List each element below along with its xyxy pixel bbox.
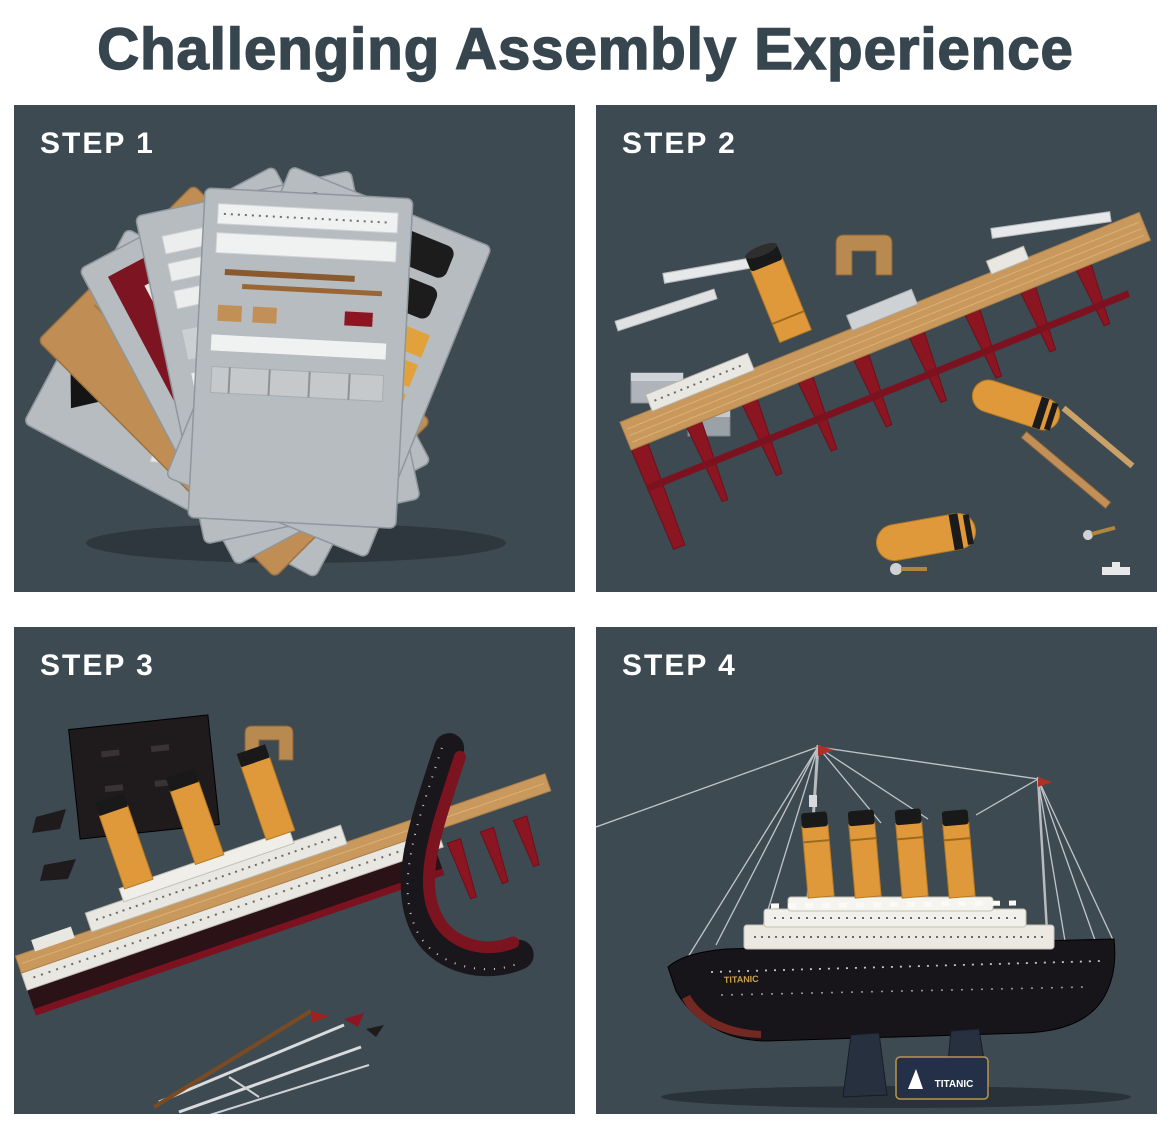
step-1-panel: STEP 1 bbox=[14, 105, 575, 592]
step-4-photo: TITANIC TI bbox=[596, 744, 1131, 1108]
step-3-panel: STEP 3 bbox=[14, 627, 575, 1114]
loose-funnel-roll bbox=[971, 379, 1061, 431]
hull-ship-name: TITANIC bbox=[724, 974, 760, 985]
funnels bbox=[801, 808, 976, 899]
hull bbox=[667, 938, 1116, 1042]
loose-pins bbox=[890, 525, 1130, 575]
plate-ship-logo bbox=[908, 1069, 923, 1089]
deckhouses bbox=[644, 245, 1030, 412]
small-black-bit-2 bbox=[40, 859, 76, 881]
bow-ribs-unfinished bbox=[446, 815, 540, 900]
display-stand: TITANIC bbox=[842, 1028, 990, 1100]
lifeboats bbox=[770, 900, 1017, 909]
small-dark-bit bbox=[366, 1025, 384, 1037]
cardboard-sheet-printed-decks bbox=[187, 187, 414, 529]
funnels bbox=[94, 744, 296, 890]
step-3-label: STEP 3 bbox=[40, 649, 155, 682]
loose-funnel-roll-2 bbox=[875, 512, 977, 562]
mast-spars bbox=[152, 1009, 370, 1114]
hull-ribs bbox=[630, 263, 1131, 551]
step-1-label: STEP 1 bbox=[40, 127, 155, 160]
stand-plate-label: TITANIC bbox=[935, 1079, 974, 1090]
step-2-label: STEP 2 bbox=[622, 127, 737, 160]
steps-grid: STEP 1 bbox=[0, 105, 1171, 1114]
page-title: Challenging Assembly Experience bbox=[96, 16, 1074, 83]
bow-shell-section bbox=[400, 733, 534, 977]
ship-assembly bbox=[14, 744, 552, 1016]
hull-frame-assembly bbox=[619, 211, 1152, 551]
porthole-row-2 bbox=[720, 986, 1087, 996]
loose-sticks bbox=[1020, 405, 1135, 510]
lower-hull bbox=[26, 847, 444, 1013]
porthole-row bbox=[710, 960, 1102, 973]
mast-flag-2 bbox=[1038, 777, 1052, 787]
step-4-label: STEP 4 bbox=[622, 649, 737, 682]
stand-plate bbox=[895, 1056, 989, 1100]
step-3-photo bbox=[14, 714, 552, 1114]
step-4-panel: STEP 4 bbox=[596, 627, 1157, 1114]
cardboard-sheet-fan bbox=[24, 167, 491, 577]
loose-trim-strips bbox=[614, 211, 1112, 332]
loose-bracket-piece bbox=[835, 234, 893, 276]
superstructure bbox=[31, 824, 348, 952]
hull-red-bottom bbox=[682, 995, 761, 1038]
step-2-panel: STEP 2 bbox=[596, 105, 1157, 592]
small-red-bit bbox=[344, 1013, 364, 1027]
superstructure bbox=[743, 896, 1055, 950]
funnel bbox=[745, 242, 812, 344]
small-black-bit bbox=[32, 809, 66, 833]
rigging-lines bbox=[596, 746, 1115, 958]
step-2-photo bbox=[614, 211, 1152, 575]
step-1-photo bbox=[24, 167, 506, 577]
mast-flag bbox=[818, 745, 834, 756]
